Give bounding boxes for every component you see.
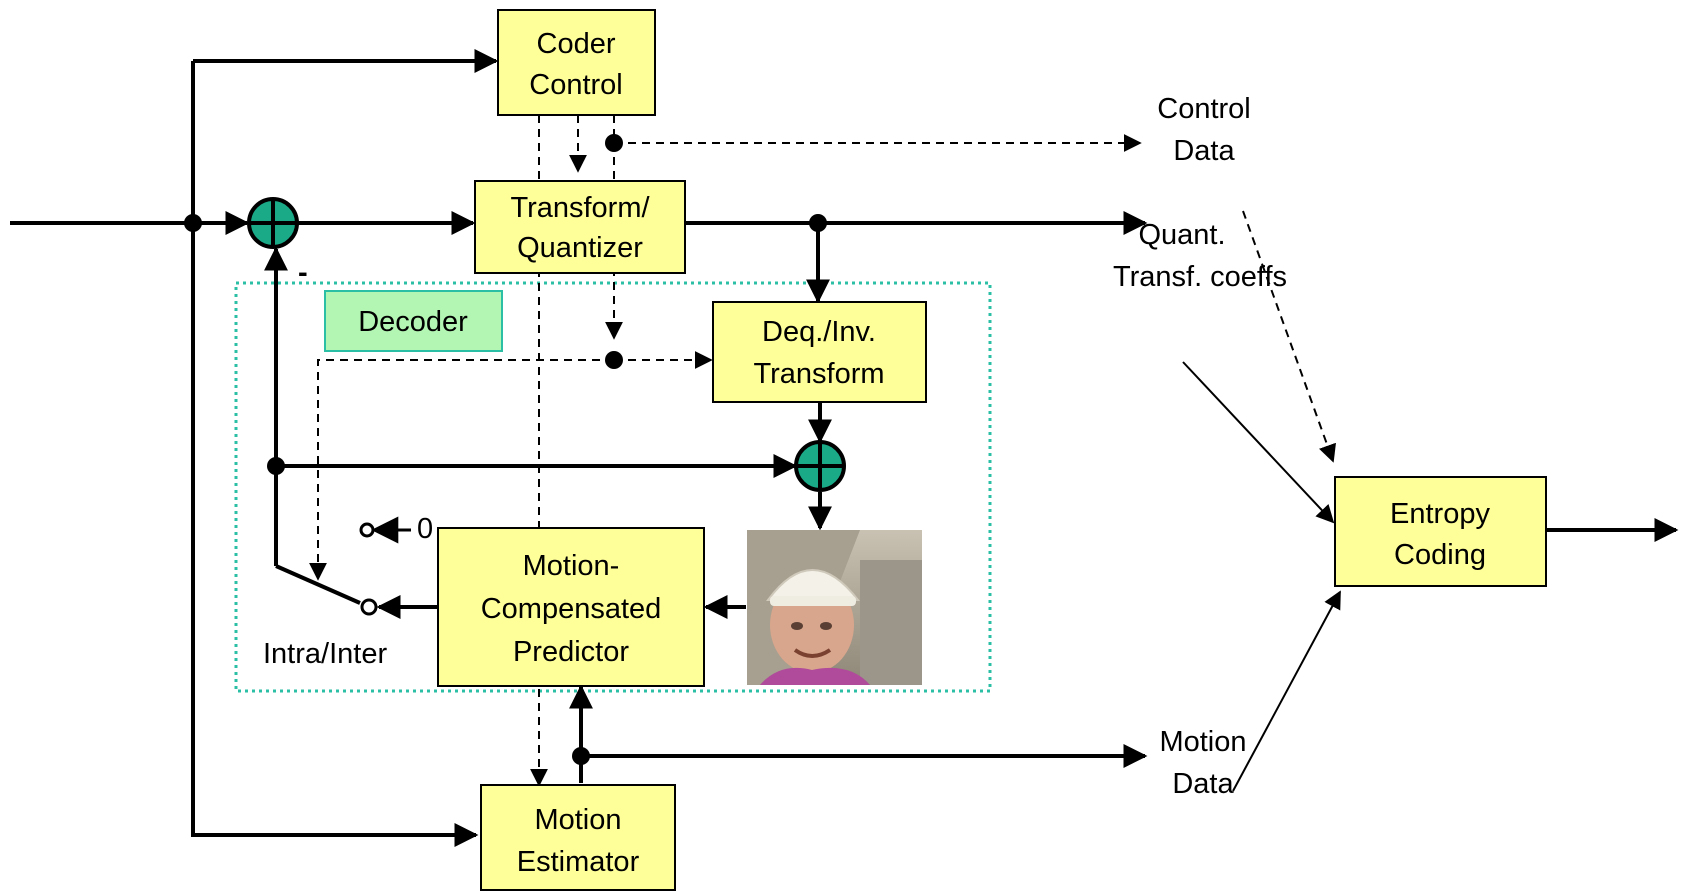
reference-frame-image [747, 530, 922, 685]
entropy-coding-label-line1: Entropy [1390, 498, 1490, 530]
switch-contact-inter [360, 598, 378, 616]
decoder-label-box: Decoder [324, 290, 503, 352]
main-signal-paths [10, 49, 1679, 847]
mcp-label-line2: Compensated [481, 593, 662, 625]
motion-data-label-line1: Motion [1159, 726, 1246, 758]
junction-dots [184, 134, 827, 765]
minus-sign-label: - [298, 257, 308, 289]
motion-estimator-label-line1: Motion [534, 804, 621, 836]
entropy-coding-label-line2: Coding [1394, 539, 1486, 571]
control-data-label-line2: Data [1173, 135, 1235, 167]
motion-estimator-block: Motion Estimator [480, 784, 676, 891]
control-signal-paths [309, 115, 1336, 787]
control-data-label-line1: Control [1157, 93, 1251, 125]
deq-inv-transform-label-line2: Transform [753, 358, 884, 390]
quant-coeffs-label-line1: Quant. [1138, 219, 1225, 251]
motion-estimator-label-line2: Estimator [517, 846, 640, 878]
deq-inv-transform-label-line1: Deq./Inv. [762, 316, 876, 348]
coder-control-block: Coder Control [497, 9, 656, 116]
mcp-label-line1: Motion- [523, 550, 620, 582]
adder-icon [247, 197, 299, 249]
transform-quantizer-label-line2: Quantizer [517, 232, 643, 264]
motion-compensated-predictor-block: Motion- Compensated Predictor [437, 527, 705, 687]
intra-inter-label: Intra/Inter [263, 638, 387, 670]
motion-data-label-line2: Data [1172, 768, 1234, 800]
decoder-label: Decoder [358, 306, 468, 338]
coder-control-label-line1: Coder [537, 28, 616, 60]
transform-quantizer-label-line1: Transform/ [510, 192, 650, 224]
switch-contact-zero [359, 522, 375, 538]
coder-control-label-line2: Control [529, 69, 623, 101]
transform-quantizer-block: Transform/ Quantizer [474, 180, 686, 274]
adder-icon [794, 440, 846, 492]
zero-input-label: 0 [417, 513, 433, 545]
entropy-coding-block: Entropy Coding [1334, 476, 1547, 587]
quant-coeffs-label-line2: Transf. coeffs [1113, 261, 1287, 293]
mcp-label-line3: Predictor [513, 636, 629, 668]
deq-inv-transform-block: Deq./Inv. Transform [712, 301, 927, 403]
entropy-input-paths [1182, 361, 1341, 792]
